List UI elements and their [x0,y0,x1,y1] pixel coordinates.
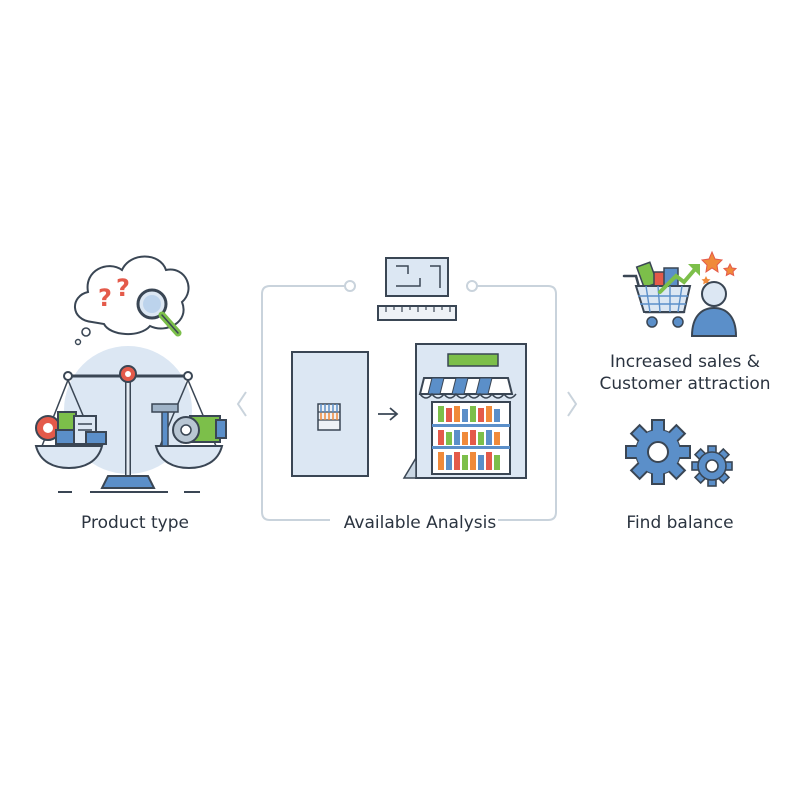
product-items-icon [35,411,107,445]
frame-left [261,285,350,521]
ruler-icon [377,305,457,321]
arrow-right-icon [378,407,399,421]
available-analysis-section [236,257,578,521]
storefront-icon [402,343,527,479]
chevron-left-icon [236,391,247,417]
sales-label-line2: Customer attraction [599,374,771,394]
question-mark-1: ? [98,284,112,312]
star-icon [700,250,738,285]
gear-icon [625,419,691,485]
balance-section [625,419,733,487]
person-icon [690,281,738,337]
thought-bubble-icon: ? ? [74,255,190,346]
wrench-icon [151,403,227,447]
magnifier-icon [136,288,182,337]
sales-label: Increased sales & Customer attraction [585,351,785,395]
sales-section [622,250,738,337]
sales-label-line1: Increased sales & [609,352,761,372]
trend-arrow-icon [658,264,700,294]
blueprint-icon [385,257,449,297]
available-analysis-label: Available Analysis [343,513,497,533]
small-gear-icon [691,445,733,487]
chevron-right-icon [567,391,578,417]
find-balance-label: Find balance [626,513,734,533]
shopping-cart-icon [622,261,692,328]
shelf-icon [317,403,341,431]
product-type-label: Product type [81,513,189,533]
question-mark-2: ? [116,274,130,302]
product-type-section: ? ? [34,255,227,493]
frame-right [472,285,557,521]
